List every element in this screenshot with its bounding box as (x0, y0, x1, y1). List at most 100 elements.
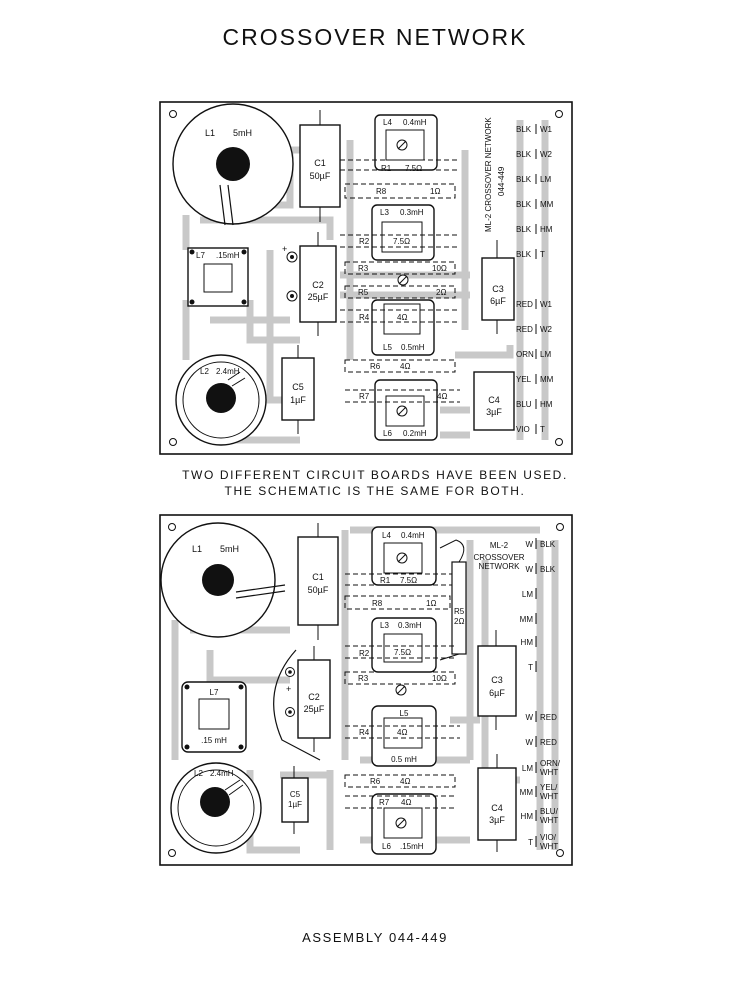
component-label: R4 (359, 313, 370, 322)
mounting-hole (168, 523, 176, 531)
component-label: C1 (312, 572, 324, 582)
svg-text:HM: HM (521, 638, 534, 647)
component-label: R7 (359, 392, 370, 401)
svg-text:T: T (540, 250, 545, 259)
svg-text:W: W (525, 565, 533, 574)
svg-text:MM: MM (540, 200, 554, 209)
resistor-R7: R7 4Ω (345, 389, 460, 403)
component-value: 7.5Ω (394, 648, 411, 657)
component-label: R4 (359, 728, 370, 737)
component-label: L3 (380, 208, 389, 217)
board-title: NETWORK (479, 562, 521, 571)
inductor-L4: L4 0.4mH (371, 526, 437, 586)
resistor-R7: R7 4Ω (345, 795, 455, 809)
component-label: R3 (358, 674, 369, 683)
component-label: C1 (314, 158, 326, 168)
resistor-R5: R5 2Ω (439, 539, 467, 661)
component-label: C2 (312, 280, 324, 290)
component-value: 2.4mH (210, 769, 234, 778)
capacitor-C3: C3 6µF (477, 630, 517, 730)
component-value: .15 mH (201, 736, 227, 745)
capacitor-C2: C2 25µF + (273, 646, 331, 761)
terminal: T (528, 661, 537, 672)
capacitor-C4: C4 3µF (473, 371, 515, 431)
resistor-R2: R2 7.5Ω (345, 645, 455, 659)
svg-text:W2: W2 (540, 150, 553, 159)
component-label: C2 (308, 692, 320, 702)
circuit-board-2: L1 5mH L7 .15 mH L2 2.4mH C1 50µF (159, 514, 573, 866)
inductor-L2: L2 2.4mH (170, 762, 262, 854)
svg-text:ORN: ORN (516, 350, 534, 359)
component-label: C4 (491, 803, 503, 813)
mounting-hole (555, 110, 563, 118)
svg-text:W1: W1 (540, 125, 553, 134)
component-label: R6 (370, 362, 381, 371)
inductor-L6: L6 0.2mH (374, 379, 438, 441)
component-value: 10Ω (432, 674, 447, 683)
component-value: 3µF (489, 815, 505, 825)
component-value: 6µF (489, 688, 505, 698)
svg-text:LM: LM (540, 175, 551, 184)
component-value: 25µF (308, 292, 329, 302)
svg-text:MM: MM (520, 615, 534, 624)
capacitor-C1: C1 50µF (297, 523, 339, 640)
svg-text:VIO: VIO (516, 425, 530, 434)
component-label: C4 (488, 395, 500, 405)
svg-text:RED: RED (516, 325, 533, 334)
polarity-plus: + (282, 244, 287, 254)
component-label: C3 (492, 284, 504, 294)
svg-text:W: W (525, 738, 533, 747)
component-label: L6 (383, 429, 392, 438)
component-value: 4Ω (397, 728, 407, 737)
inductor-L1: L1 5mH (172, 103, 294, 226)
component-value: 0.2mH (403, 429, 427, 438)
component-label: L4 (382, 531, 391, 540)
component-label: R1 (380, 576, 391, 585)
svg-text:LM: LM (522, 764, 533, 773)
component-value: 7.5Ω (393, 237, 410, 246)
resistor-R3: R3 10Ω (344, 261, 456, 286)
component-label: L4 (383, 118, 392, 127)
resistor-R4: R4 4Ω (345, 725, 460, 739)
svg-text:LM: LM (540, 350, 551, 359)
assembly-number: ASSEMBLY 044-449 (302, 930, 448, 945)
component-value: 0.5 mH (391, 755, 417, 764)
component-label: L7 (210, 688, 219, 697)
svg-text:RED: RED (540, 713, 557, 722)
component-label: R5 (454, 607, 465, 616)
component-value: 2Ω (454, 617, 464, 626)
component-label: L1 (205, 128, 215, 138)
inductor-L1: L1 5mH (160, 522, 286, 638)
component-value: 0.4mH (403, 118, 427, 127)
component-value: 4Ω (437, 392, 447, 401)
inductor-L5: L5 0.5 mH (371, 705, 437, 767)
svg-text:MM: MM (540, 375, 554, 384)
svg-text:WHT: WHT (540, 816, 558, 825)
component-value: 50µF (310, 171, 331, 181)
terminal: HM (521, 636, 537, 647)
component-label: C3 (491, 675, 503, 685)
component-label: R8 (372, 599, 383, 608)
mounting-hole (168, 849, 176, 857)
inductor-L4: L4 0.4mH (374, 114, 438, 171)
inductor-L3: L3 0.3mH (371, 204, 435, 261)
svg-text:W: W (525, 713, 533, 722)
svg-text:YEL: YEL (516, 375, 532, 384)
component-label: L6 (382, 842, 391, 851)
component-label: L7 (196, 251, 205, 260)
svg-text:W: W (525, 540, 533, 549)
terminal: ORN LM (516, 349, 551, 359)
board-title: CROSSOVER (473, 553, 524, 562)
terminal: W RED (525, 711, 557, 722)
component-value: 50µF (308, 585, 329, 595)
svg-text:WHT: WHT (540, 792, 558, 801)
